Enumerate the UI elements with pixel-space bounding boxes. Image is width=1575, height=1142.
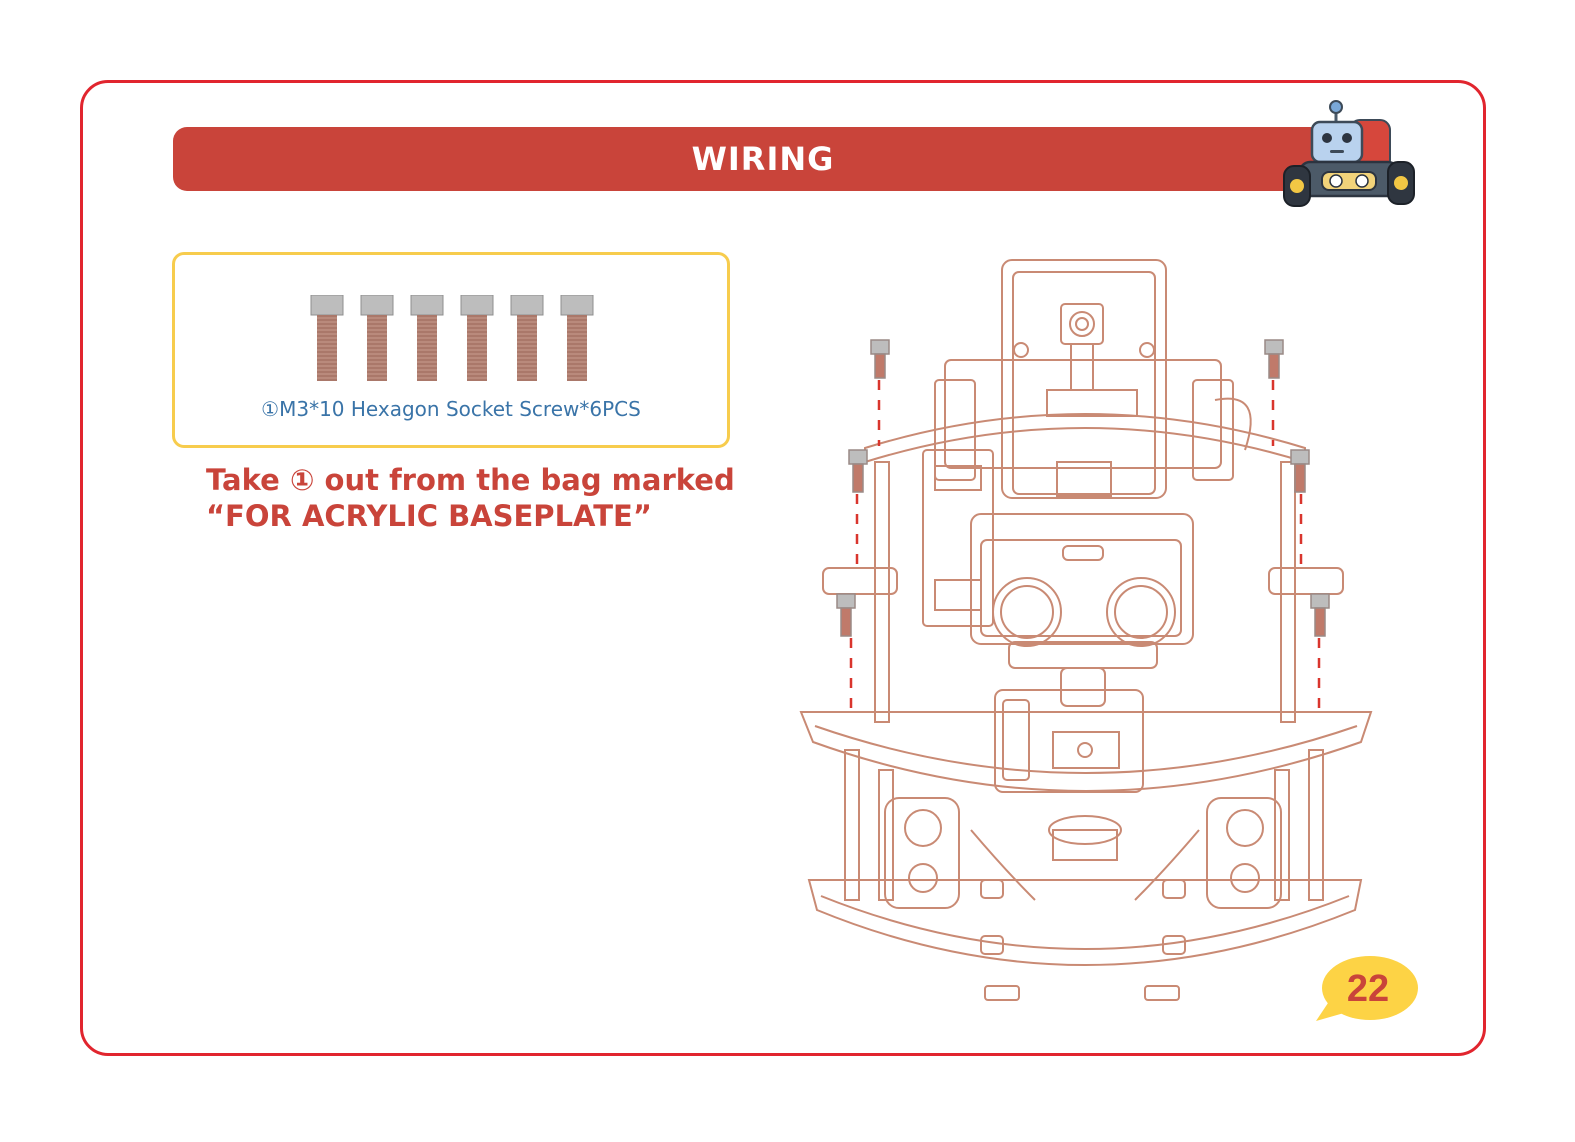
instruction-line-2: “FOR ACRYLIC BASEPLATE”: [206, 499, 652, 533]
speech-bubble-icon: [1316, 956, 1418, 1021]
instruction-line-1: Take ① out from the bag marked: [206, 463, 735, 497]
header-bar: WIRING: [173, 127, 1353, 191]
page-number: 22: [1346, 968, 1390, 1010]
hex-socket-screw-icon: [410, 295, 444, 381]
parts-box: ①M3*10 Hexagon Socket Screw*6PCS: [172, 252, 730, 448]
robot-car-mascot-icon: [1283, 100, 1415, 207]
instruction-text: Take ① out from the bag marked “FOR ACRY…: [206, 462, 766, 534]
hex-socket-screw-icon: [310, 295, 344, 381]
hex-socket-screw-icon: [360, 295, 394, 381]
hex-socket-screw-icon: [460, 295, 494, 381]
page-frame: [80, 80, 1486, 1056]
page-title: WIRING: [691, 140, 835, 178]
screw-group: [310, 295, 594, 381]
hex-socket-screw-icon: [510, 295, 544, 381]
hex-socket-screw-icon: [560, 295, 594, 381]
robot-assembly-illustration: [799, 259, 1373, 1001]
parts-caption: ①M3*10 Hexagon Socket Screw*6PCS: [261, 397, 641, 421]
